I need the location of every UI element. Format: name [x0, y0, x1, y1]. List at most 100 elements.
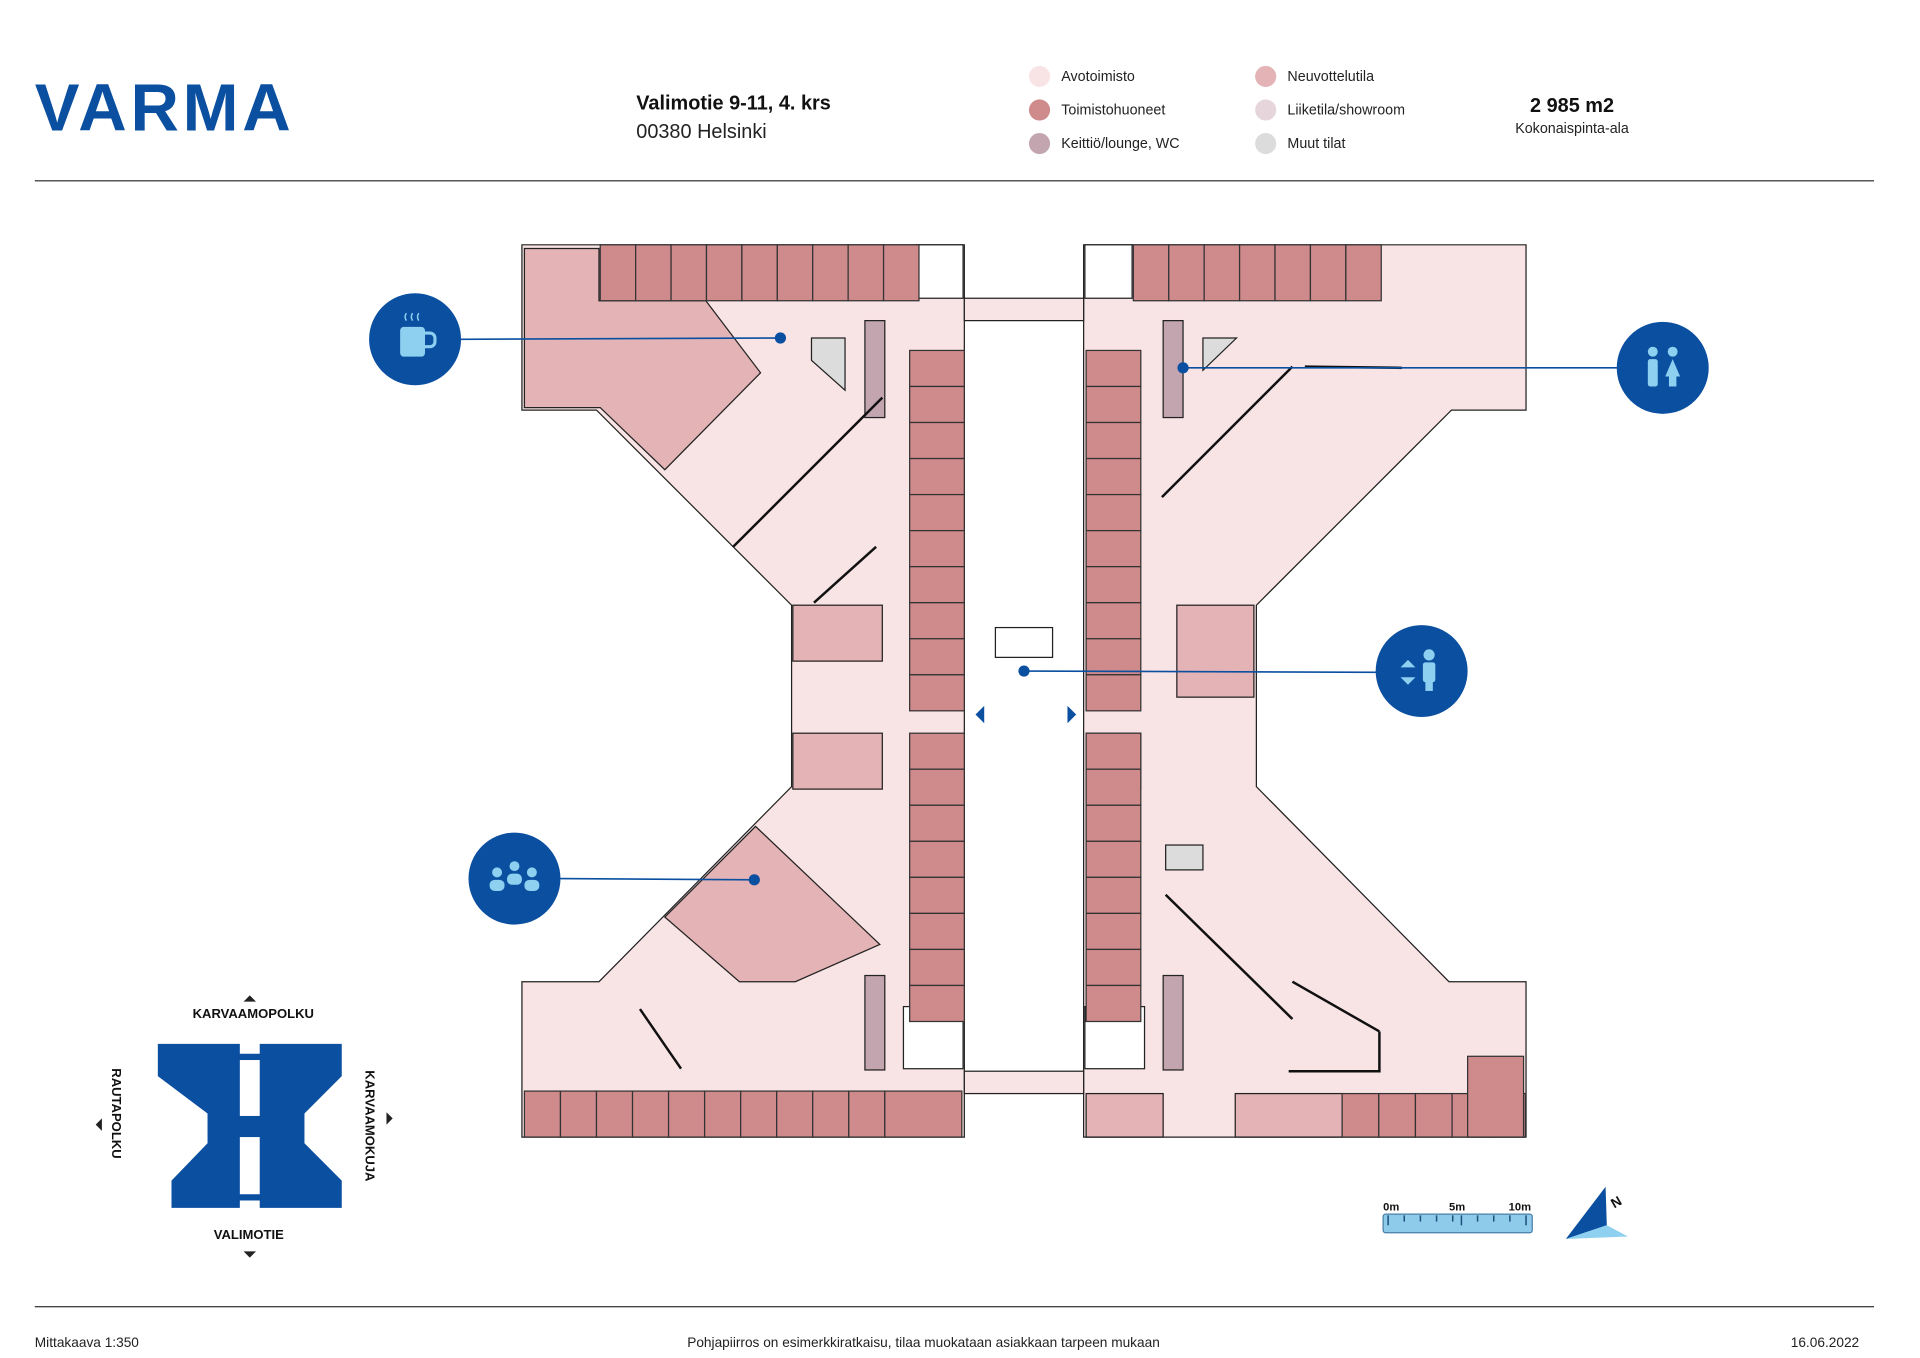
office-room	[909, 948, 965, 987]
legend-label: Avotoimisto	[1061, 68, 1135, 84]
office-room	[1085, 385, 1142, 424]
legend-label: Liiketila/showroom	[1287, 102, 1406, 118]
scale-label-10: 10m	[1508, 1200, 1532, 1213]
office-room	[1341, 1092, 1380, 1138]
footer-scale: Mittakaava 1:350	[34, 1335, 139, 1351]
scale-label-0: 0m	[1383, 1200, 1400, 1213]
header-divider	[34, 180, 1874, 182]
left-wing	[521, 244, 965, 1138]
office-room	[909, 732, 965, 770]
office-room	[909, 804, 965, 842]
office-room	[1085, 840, 1142, 878]
office-room	[909, 768, 965, 806]
meeting-icon	[468, 832, 561, 925]
office-room	[909, 457, 965, 496]
area-label: Kokonaispinta-ala	[1515, 121, 1629, 137]
office-room	[1085, 732, 1142, 770]
legend-swatch	[1255, 65, 1277, 87]
office-room	[1085, 674, 1142, 712]
office-room	[705, 244, 743, 302]
office-room	[1085, 804, 1142, 842]
street-north: KARVAAMOPOLKU	[192, 1006, 314, 1022]
office-room	[1345, 244, 1382, 302]
legend-swatch	[1255, 99, 1277, 121]
office-room	[1132, 244, 1170, 302]
address-city: 00380 Helsinki	[636, 121, 767, 143]
office-room	[1238, 244, 1276, 302]
scale-label-5: 5m	[1448, 1200, 1466, 1213]
office-room	[909, 493, 965, 532]
office-room	[740, 1090, 778, 1138]
office-room	[909, 638, 965, 676]
office-room	[909, 349, 965, 388]
office-room	[909, 876, 965, 915]
office-room	[909, 421, 965, 460]
area-value: 2 985 m2	[1529, 95, 1615, 117]
legend-swatch	[1028, 132, 1051, 155]
office-room	[635, 244, 672, 302]
wc-icon	[1616, 321, 1709, 414]
legend-label: Keittiö/lounge, WC	[1061, 136, 1180, 151]
varma-logo: VARMA	[34, 70, 295, 146]
office-room	[909, 530, 965, 568]
office-room	[776, 244, 814, 302]
office-room	[1085, 566, 1142, 604]
footer-date: 16.06.2022	[1790, 1335, 1860, 1351]
office-room	[1085, 768, 1142, 806]
office-room	[1203, 244, 1241, 302]
legend-item: Toimistohuoneet	[1028, 99, 1180, 121]
street-south: VALIMOTIE	[213, 1227, 284, 1243]
office-room	[1085, 638, 1142, 676]
office-room	[776, 1090, 814, 1138]
office-room	[882, 244, 920, 302]
legend-swatch	[1255, 132, 1277, 155]
legend-label: Toimistohuoneet	[1061, 102, 1166, 118]
legend-swatch	[1028, 65, 1051, 87]
office-room	[1309, 244, 1347, 302]
office-room	[909, 566, 965, 604]
office-room	[909, 984, 965, 1023]
office-room	[599, 244, 637, 302]
legend-col-2: Neuvottelutila Liiketila/showroom Muut t…	[1255, 65, 1406, 155]
office-room	[1085, 530, 1142, 568]
legend-item: Liiketila/showroom	[1255, 99, 1406, 121]
legend-label: Neuvottelutila	[1287, 68, 1375, 84]
legend-item: Muut tilat	[1255, 132, 1405, 155]
office-rooms	[523, 244, 1527, 1138]
office-room	[741, 244, 778, 302]
office-room	[1085, 984, 1142, 1023]
footer-divider	[34, 1306, 1874, 1308]
legend-item: Keittiö/lounge, WC	[1028, 132, 1180, 155]
office-room	[812, 244, 849, 302]
office-room	[1467, 1055, 1525, 1138]
office-room	[909, 385, 965, 424]
legend-item: Avotoimisto	[1028, 65, 1180, 87]
office-room	[1085, 493, 1142, 532]
total-area: 2 985 m2 Kokonaispinta-ala	[1497, 96, 1646, 137]
office-room	[909, 602, 965, 640]
legend-col-1: Avotoimisto Toimistohuoneet Keittiö/loun…	[1028, 65, 1180, 155]
office-room	[812, 1090, 850, 1138]
north-arrow-icon	[1565, 1186, 1628, 1239]
legend-swatch	[1028, 99, 1051, 121]
kitchen-coffee-icon	[369, 293, 462, 386]
legend-label: Muut tilat	[1287, 136, 1346, 151]
legend-item: Neuvottelutila	[1255, 65, 1405, 87]
footer-note: Pohjapiirros on esimerkkiratkaisu, tilaa…	[687, 1335, 1160, 1351]
office-room	[595, 1090, 634, 1138]
address-title: Valimotie 9-11, 4. krs	[636, 93, 831, 115]
office-room	[1274, 244, 1312, 302]
office-room	[523, 1090, 562, 1138]
walls	[638, 365, 1402, 1073]
office-room	[703, 1090, 742, 1138]
office-room	[884, 1090, 963, 1138]
office-room	[848, 1090, 886, 1138]
office-room	[909, 674, 965, 712]
office-room	[1085, 602, 1142, 640]
elevator-icon	[1375, 625, 1468, 718]
office-room	[1085, 876, 1142, 915]
